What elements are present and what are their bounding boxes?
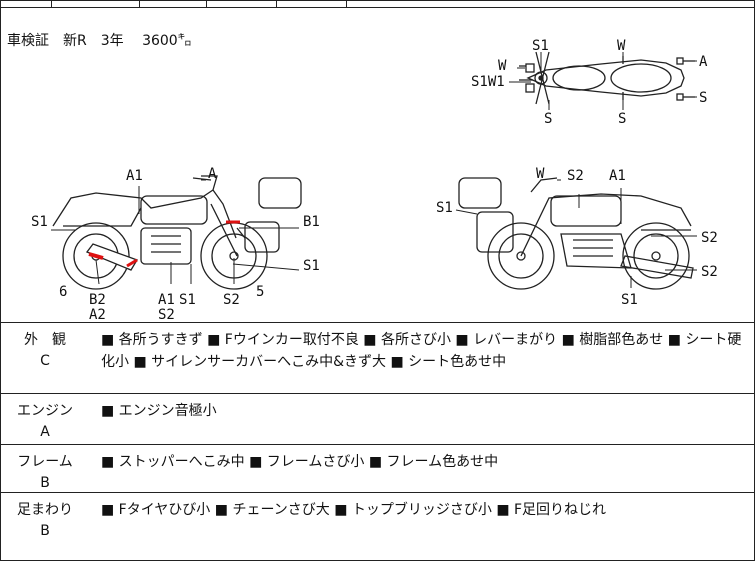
- section-grade: B: [40, 475, 50, 491]
- section-items-line: ■ 各所うすきず ■ Fウインカー取付不良 ■ 各所さび小 ■ レバーまがり ■…: [101, 332, 742, 348]
- section-exterior: 外 観 C ■ 各所うすきず ■ Fウインカー取付不良 ■ 各所さび小 ■ レバ…: [1, 323, 754, 394]
- left-label-s2-mid: S2: [158, 307, 175, 322]
- top-label-s-bottom-1: S: [544, 111, 552, 127]
- section-name: 外 観: [24, 332, 66, 348]
- section-items-line: ■ ストッパーへこみ中 ■ フレームさび小 ■ フレーム色あせ中: [101, 454, 499, 470]
- top-label-s1w1: S1W1: [471, 74, 505, 90]
- top-label-s1: S1: [532, 38, 549, 54]
- section-suspension: 足まわり B ■ Fタイヤひび小 ■ チェーンさび大 ■ トップブリッジさび小 …: [1, 493, 754, 560]
- left-label-a1: A1: [126, 168, 143, 184]
- top-view-bike: [519, 51, 695, 105]
- section-frame: フレーム B ■ ストッパーへこみ中 ■ フレームさび小 ■ フレーム色あせ中: [1, 445, 754, 493]
- right-label-s2-1: S2: [701, 230, 718, 246]
- right-side-view-bike: [458, 177, 694, 290]
- registration-info: 車検証 新R 3年 3600㌔: [7, 33, 192, 49]
- right-label-s1: S1: [436, 200, 453, 216]
- right-label-w: W: [536, 166, 545, 182]
- top-strip: [1, 1, 754, 8]
- left-label-b2: B2: [89, 292, 106, 308]
- left-label-6: 6: [59, 284, 67, 300]
- left-label-s2-bottom: S2: [223, 292, 240, 308]
- top-label-a: A: [699, 54, 708, 70]
- section-name: 足まわり: [17, 502, 73, 518]
- section-grade: C: [40, 353, 50, 369]
- left-label-s1-bottom: S1: [179, 292, 196, 308]
- motorcycle-diagrams: S1 W W S1W1 A S S S A1 A S1 B1 S1 6 5 B2…: [31, 38, 718, 322]
- left-label-5: 5: [256, 284, 264, 300]
- left-side-view-bike: [52, 175, 302, 290]
- section-grade: A: [40, 424, 50, 440]
- top-label-s-right: S: [699, 90, 707, 106]
- top-label-w-left: W: [498, 58, 507, 74]
- top-label-w: W: [617, 38, 626, 54]
- right-label-s1-bottom: S1: [621, 292, 638, 308]
- left-label-s1-right: S1: [303, 258, 320, 274]
- section-items-line: ■ Fタイヤひび小 ■ チェーンさび大 ■ トップブリッジさび小 ■ F足回りね…: [101, 502, 607, 518]
- section-items-line: 化小 ■ サイレンサーカバーへこみ中&きず大 ■ シート色あせ中: [101, 354, 507, 370]
- right-label-s2-2: S2: [701, 264, 718, 280]
- section-name: フレーム: [17, 454, 73, 470]
- section-name: エンジン: [17, 403, 73, 419]
- left-label-a: A: [208, 166, 217, 182]
- right-label-a1: A1: [609, 168, 626, 184]
- left-label-a2: A2: [89, 307, 106, 322]
- left-label-s1: S1: [31, 214, 48, 230]
- section-engine: エンジン A ■ エンジン音極小: [1, 394, 754, 445]
- left-label-b1: B1: [303, 214, 320, 230]
- top-label-s-bottom-2: S: [618, 111, 626, 127]
- section-grade: B: [40, 523, 50, 539]
- left-label-a1-bottom: A1: [158, 292, 175, 308]
- right-label-s2-top: S2: [567, 168, 584, 184]
- section-items-line: ■ エンジン音極小: [101, 403, 217, 419]
- damage-diagram: 車検証 新R 3年 3600㌔: [1, 8, 754, 323]
